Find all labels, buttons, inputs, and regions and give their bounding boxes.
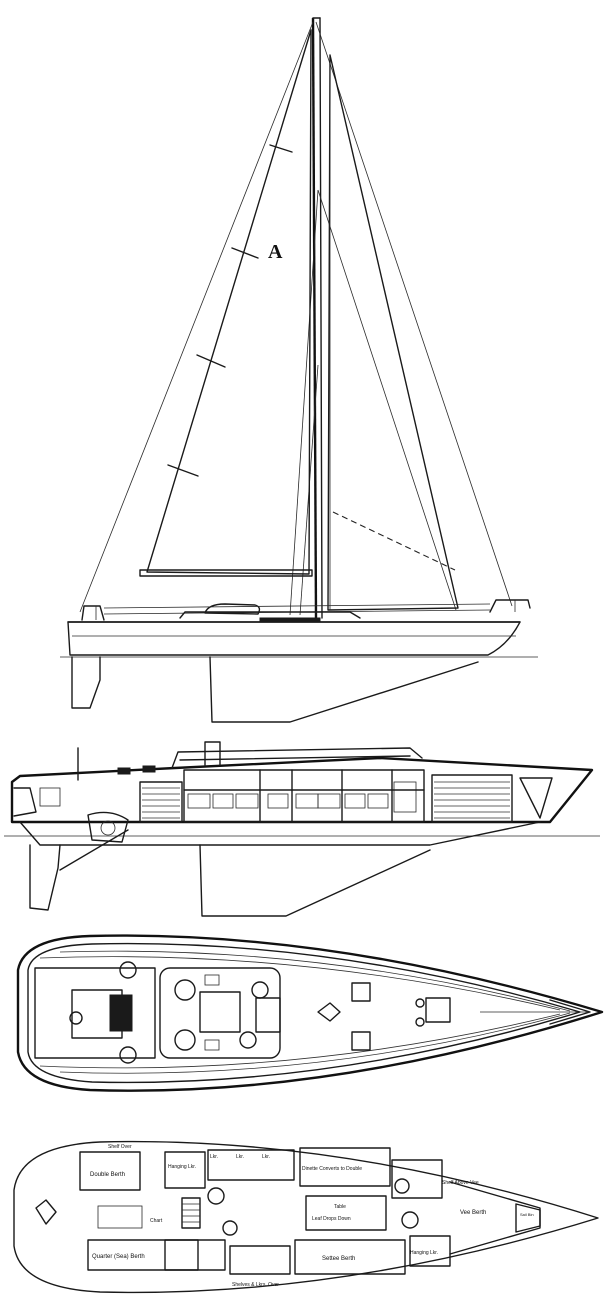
joinery (164, 1147, 451, 1275)
label-table: Table (334, 1204, 346, 1210)
deck-outline (16, 934, 604, 1092)
backstay (79, 21, 314, 613)
forward-hatch (425, 997, 451, 1023)
deck-plan (16, 934, 604, 1092)
label-double-berth: Double Berth (90, 1172, 125, 1178)
interior-plan: Shelf Over Double Berth Hanging Lkr. Lkr… (13, 1140, 599, 1294)
sail-insignia: A (268, 241, 283, 263)
rudder (71, 656, 101, 709)
label-locker-2: Lkr. (236, 1154, 244, 1160)
label-shelves-lockers-over: Shelves & Lkrs. Over (232, 1282, 279, 1288)
label-sail-bin: Sail Bin (520, 1212, 534, 1217)
inboard-rudder (29, 844, 61, 911)
label-locker-3: Lkr. (262, 1154, 270, 1160)
interior-outline (13, 1140, 599, 1294)
jib-sheet (332, 511, 456, 571)
bow-pulpit (489, 599, 531, 613)
mast (311, 17, 323, 619)
saloon-cabinetry (183, 769, 425, 823)
hull-profile (67, 621, 521, 656)
engine-compartment (59, 811, 129, 871)
inboard-keel (199, 844, 431, 917)
label-settee-berth: Settee Berth (322, 1256, 355, 1262)
sail-plan-profile: A (60, 17, 538, 723)
label-hanging-locker-aft: Hanging Lkr. (168, 1164, 196, 1170)
deck-hatch (351, 982, 371, 1002)
keel (209, 656, 479, 723)
label-shelf-above-vee: Shelf Above Vee (442, 1180, 479, 1186)
inner-forestay (317, 189, 457, 611)
label-shelf-over-aft: Shelf Over (108, 1144, 132, 1150)
label-drop-leaf: Leaf Drops Down (312, 1216, 351, 1222)
label-quarter-sea-berth: Quarter (Sea) Berth (92, 1254, 145, 1260)
label-hanging-locker-fwd: Hanging Lkr. (410, 1250, 438, 1256)
label-locker-1: Lkr. (210, 1154, 218, 1160)
mast-partner (317, 1002, 341, 1022)
cockpit (34, 967, 156, 1059)
boom (139, 569, 313, 577)
winches (119, 961, 269, 1064)
deck-hatch (351, 1031, 371, 1051)
stern-pulpit (81, 605, 105, 621)
forward-berth-section (431, 774, 513, 823)
mainsail: A (146, 29, 312, 575)
headsail (327, 54, 459, 611)
inboard-profile (4, 741, 600, 917)
aft-cabin (79, 1151, 199, 1271)
label-settee-converts: Dinette Converts to Double (302, 1166, 362, 1172)
aft-berth-section (139, 781, 183, 823)
doghouse (159, 967, 281, 1059)
label-chart: Chart (150, 1218, 163, 1224)
label-vee-berth: Vee Berth (460, 1210, 486, 1216)
forestay (315, 21, 513, 607)
